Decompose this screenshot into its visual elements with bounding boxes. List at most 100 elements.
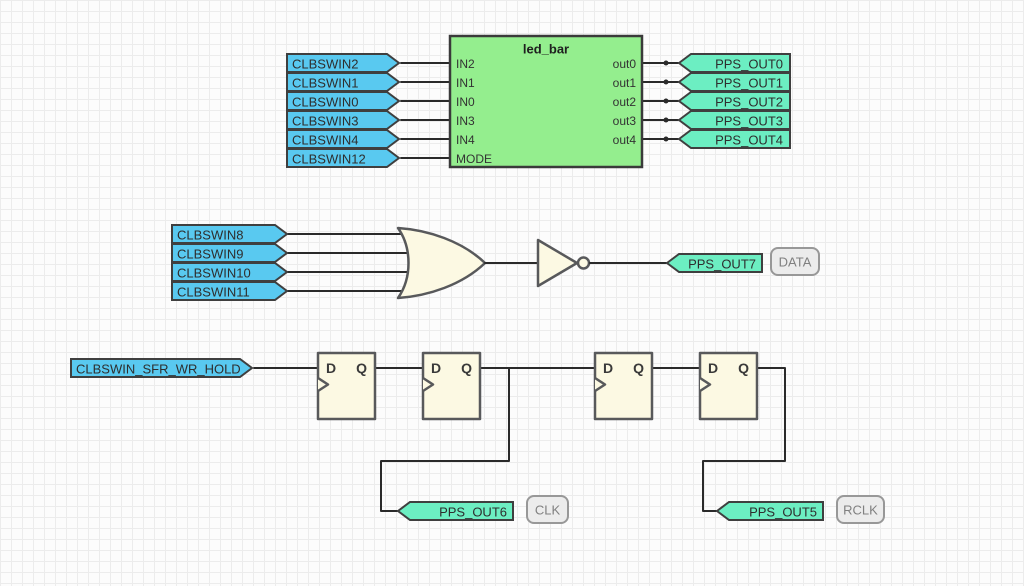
input-tag-clbswin2[interactable]: CLBSWIN2 xyxy=(286,53,401,73)
input-tag-label: CLBSWIN12 xyxy=(292,152,366,167)
output-tag-label: PPS_OUT7 xyxy=(688,257,756,272)
input-tag-label: CLBSWIN3 xyxy=(292,114,358,129)
output-tag-label: PPS_OUT0 xyxy=(715,57,783,72)
output-tag-label: PPS_OUT5 xyxy=(749,505,817,520)
input-tag-label: CLBSWIN_SFR_WR_HOLD xyxy=(76,362,241,377)
flipflop-d-label: D xyxy=(326,360,336,376)
annotation-rclk[interactable]: RCLK xyxy=(836,495,885,524)
wire-branch-clk[interactable] xyxy=(380,367,510,512)
block-body[interactable] xyxy=(448,34,644,169)
or-gate[interactable] xyxy=(396,226,487,300)
input-tag-shape[interactable] xyxy=(286,110,401,130)
pin-label: IN2 xyxy=(456,57,475,71)
annotation-clk[interactable]: CLK xyxy=(526,495,569,524)
output-tag-label: PPS_OUT6 xyxy=(439,505,507,520)
input-tag-label: CLBSWIN9 xyxy=(177,247,243,262)
pin-label: out2 xyxy=(613,95,637,109)
annotation-box[interactable] xyxy=(836,495,885,524)
input-tag-clbswin0[interactable]: CLBSWIN0 xyxy=(286,91,401,111)
input-tag-label: CLBSWIN0 xyxy=(292,95,358,110)
flipflop-d-label: D xyxy=(603,360,613,376)
flipflop-q-label: Q xyxy=(633,360,644,376)
input-tag-label: CLBSWIN10 xyxy=(177,266,251,281)
input-tag-shape[interactable] xyxy=(286,129,401,149)
flipflop-3[interactable]: D Q xyxy=(593,351,654,421)
input-tag-clbswin3[interactable]: CLBSWIN3 xyxy=(286,110,401,130)
annotation-box[interactable] xyxy=(526,495,569,524)
output-tag-label: PPS_OUT3 xyxy=(715,114,783,129)
input-tag-label: CLBSWIN2 xyxy=(292,57,358,72)
input-tag-clbswin12[interactable]: CLBSWIN12 xyxy=(286,148,401,168)
annotation-label: CLK xyxy=(535,503,561,518)
flipflop-1[interactable]: D Q xyxy=(316,351,377,421)
input-tag-clbswin4[interactable]: CLBSWIN4 xyxy=(286,129,401,149)
inverter-bubble-icon xyxy=(576,256,591,270)
output-tag-shape[interactable] xyxy=(677,53,791,73)
clock-edge-icon xyxy=(699,376,712,393)
input-tag-label: CLBSWIN4 xyxy=(292,133,358,148)
output-tag-pps-out3[interactable]: PPS_OUT3 xyxy=(677,110,791,130)
output-tag-shape[interactable] xyxy=(677,72,791,92)
output-tag-pps-out0[interactable]: PPS_OUT0 xyxy=(677,53,791,73)
middle-section: CLBSWIN8 CLBSWIN9 CLBSWIN10 CLBSWIN11 P xyxy=(171,224,820,301)
flipflop-2[interactable]: D Q xyxy=(421,351,482,421)
led-bar-block[interactable]: led_bar IN2 IN1 IN0 IN3 IN4 MODE out0 ou… xyxy=(448,34,644,169)
inverter-triangle[interactable] xyxy=(536,238,579,288)
block-title: led_bar xyxy=(523,42,569,57)
output-tag-shape[interactable] xyxy=(665,253,763,273)
flipflop-d-label: D xyxy=(708,360,718,376)
input-tag-clbswin9[interactable]: CLBSWIN9 xyxy=(171,243,289,263)
not-gate[interactable] xyxy=(536,238,591,288)
pin-label: IN4 xyxy=(456,133,475,147)
clock-edge-icon xyxy=(594,376,607,393)
input-tag-clbswin10[interactable]: CLBSWIN10 xyxy=(171,262,289,282)
input-tag-clbswin1[interactable]: CLBSWIN1 xyxy=(286,72,401,92)
pin-label: out4 xyxy=(613,133,637,147)
pin-label: IN1 xyxy=(456,76,475,90)
flipflop-4[interactable]: D Q xyxy=(698,351,759,421)
bottom-section: CLBSWIN_SFR_WR_HOLD D Q D Q D Q D Q xyxy=(70,351,885,524)
input-tag-shape[interactable] xyxy=(171,243,289,263)
pin-label: IN0 xyxy=(456,95,475,109)
input-tag-shape[interactable] xyxy=(286,91,401,111)
input-tag-label: CLBSWIN8 xyxy=(177,228,243,243)
output-tag-pps-out1[interactable]: PPS_OUT1 xyxy=(677,72,791,92)
output-tag-shape[interactable] xyxy=(677,129,791,149)
input-tag-shape[interactable] xyxy=(70,358,254,378)
input-tag-clbswin11[interactable]: CLBSWIN11 xyxy=(171,281,289,301)
input-tag-clbswin-sfr-wr-hold[interactable]: CLBSWIN_SFR_WR_HOLD xyxy=(70,358,254,378)
input-tag-shape[interactable] xyxy=(286,53,401,73)
clock-edge-icon xyxy=(422,376,435,393)
output-tag-shape[interactable] xyxy=(396,501,514,521)
pin-label: out1 xyxy=(613,76,637,90)
annotation-data[interactable]: DATA xyxy=(770,247,820,276)
input-tag-clbswin8[interactable]: CLBSWIN8 xyxy=(171,224,289,244)
input-tag-shape[interactable] xyxy=(171,224,289,244)
input-tag-shape[interactable] xyxy=(171,281,289,301)
annotation-box[interactable] xyxy=(770,247,820,276)
connection-dot xyxy=(663,136,669,142)
output-tag-pps-out4[interactable]: PPS_OUT4 xyxy=(677,129,791,149)
output-tag-shape[interactable] xyxy=(677,110,791,130)
clock-edge-icon xyxy=(317,376,330,393)
output-tag-shape[interactable] xyxy=(677,91,791,111)
connection-dot xyxy=(663,60,669,66)
top-section: CLBSWIN2 CLBSWIN1 CLBSWIN0 CLBSWIN3 CLBS… xyxy=(286,34,791,169)
input-tag-label: CLBSWIN1 xyxy=(292,76,358,91)
output-tag-pps-out7[interactable]: PPS_OUT7 xyxy=(665,253,763,273)
output-tag-pps-out5[interactable]: PPS_OUT5 xyxy=(715,501,824,521)
input-tag-shape[interactable] xyxy=(286,148,401,168)
annotation-label: RCLK xyxy=(843,503,878,518)
output-tag-pps-out2[interactable]: PPS_OUT2 xyxy=(677,91,791,111)
flipflop-q-label: Q xyxy=(738,360,749,376)
connection-dot xyxy=(663,117,669,123)
output-tag-pps-out6[interactable]: PPS_OUT6 xyxy=(396,501,514,521)
output-tag-shape[interactable] xyxy=(715,501,824,521)
wire-branch-rclk[interactable] xyxy=(702,367,786,512)
input-tag-shape[interactable] xyxy=(286,72,401,92)
input-tag-label: CLBSWIN11 xyxy=(177,285,250,300)
connection-dot xyxy=(663,98,669,104)
input-tag-shape[interactable] xyxy=(171,262,289,282)
